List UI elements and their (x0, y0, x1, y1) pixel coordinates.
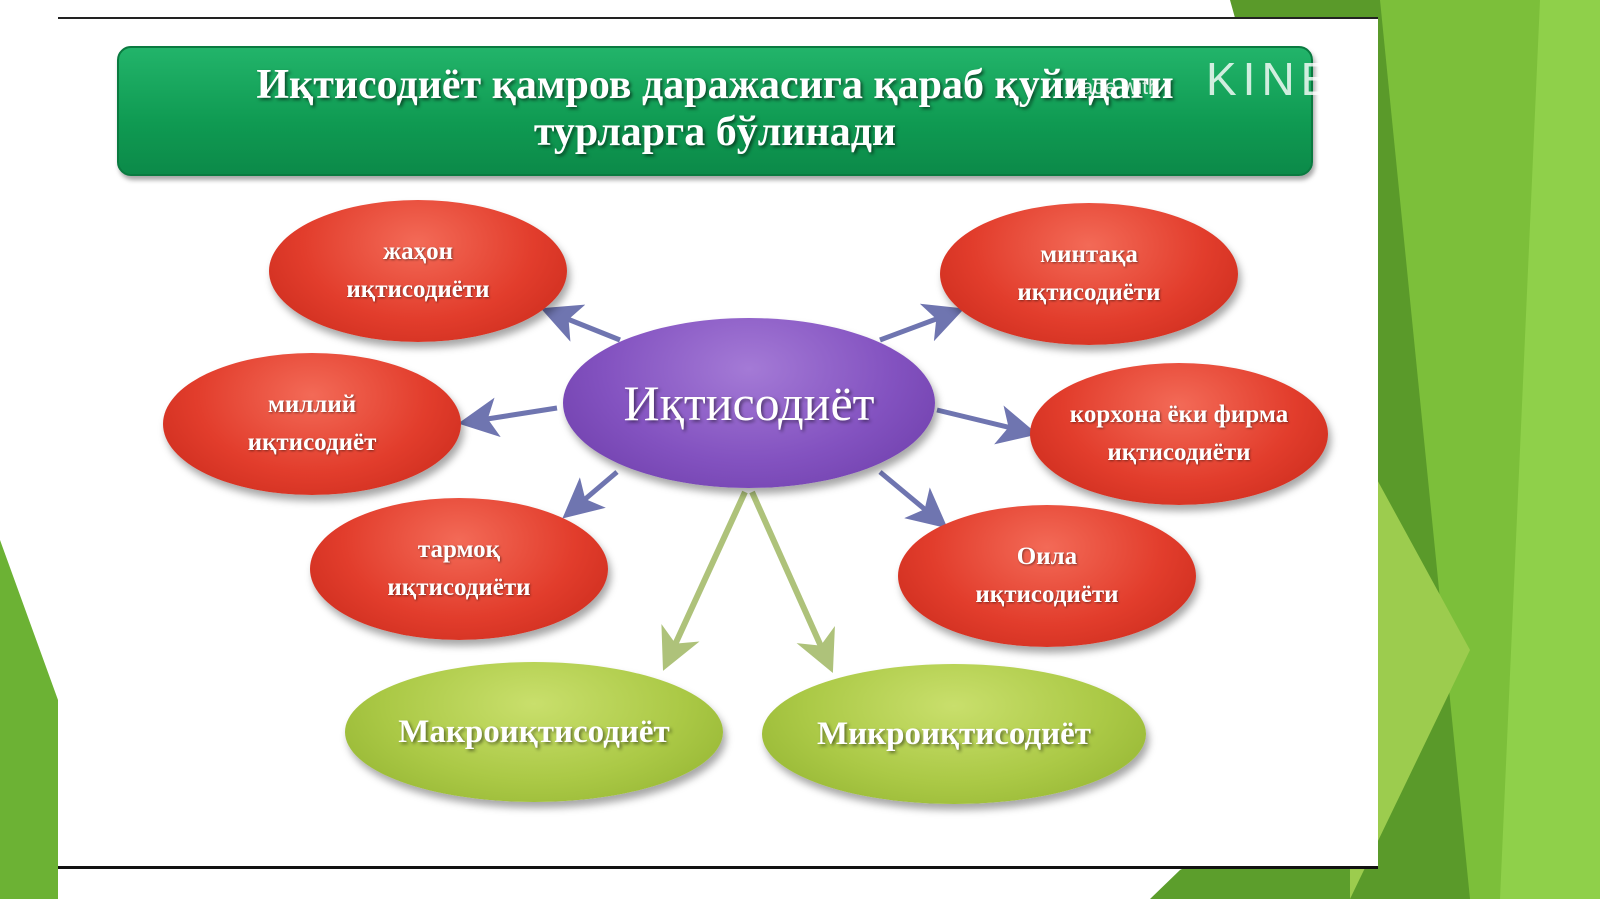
node-microeconomics: Микроиқтисодиёт (762, 664, 1146, 804)
node-center-economy: Иқтисодиёт (563, 318, 935, 488)
node-family-line-1: Оила (1016, 543, 1078, 570)
node-national-line-2: иқтисодиёт (247, 429, 377, 456)
node-region-line-1: минтақа (1040, 241, 1138, 268)
node-national-economy: миллий иқтисодиёт (163, 353, 461, 495)
node-firm-line-1: корхона ёки фирма (1069, 401, 1289, 428)
node-region-economy: минтақа иқтисодиёти (940, 203, 1238, 345)
node-national-line-1: миллий (267, 391, 357, 418)
node-firm-economy: корхона ёки фирма иқтисодиёти (1030, 363, 1328, 505)
watermark-made-with: Made with (1064, 76, 1160, 99)
node-family-economy: Оила иқтисодиёти (898, 505, 1196, 647)
node-world-line-1: жаҳон (382, 238, 454, 265)
diagram-title: Иқтисодиёт қамров даражасига қараб қуйид… (119, 62, 1311, 156)
node-firm-line-2: иқтисодиёти (1107, 439, 1251, 466)
macro-label: Макроиқтисодиёт (398, 713, 670, 750)
node-family-line-2: иқтисодиёти (975, 581, 1119, 608)
node-world-economy: жаҳон иқтисодиёти (269, 200, 567, 342)
micro-label: Микроиқтисодиёт (816, 715, 1092, 752)
node-world-line-2: иқтисодиёти (346, 276, 490, 303)
node-sector-economy: тармоқ иқтисодиёти (310, 498, 608, 640)
title-banner: Иқтисодиёт қамров даражасига қараб қуйид… (117, 46, 1313, 176)
center-label: Иқтисодиёт (623, 375, 875, 431)
title-line-1: Иқтисодиёт қамров даражасига қараб қуйид… (256, 62, 1174, 108)
watermark-kinemaster: KINEM (1206, 53, 1382, 105)
node-macroeconomics: Макроиқтисодиёт (345, 662, 723, 802)
node-sector-line-2: иқтисодиёти (387, 574, 531, 601)
title-line-2: турларга бўлинади (533, 109, 897, 155)
node-region-line-2: иқтисодиёти (1017, 279, 1161, 306)
node-sector-line-1: тармоқ (417, 536, 501, 563)
